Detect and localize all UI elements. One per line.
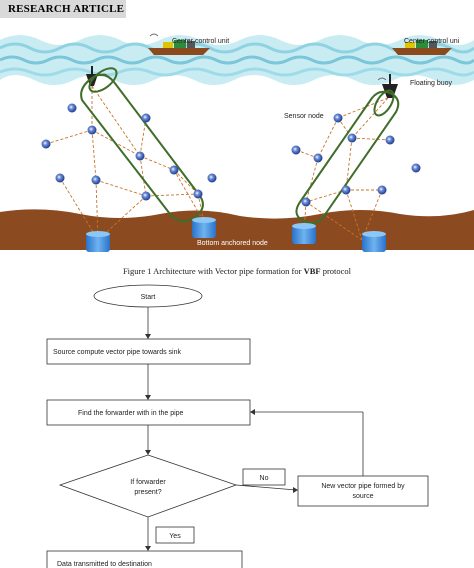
step-new-vector-pipe: [297, 475, 429, 507]
step-data-transmitted: [46, 550, 243, 568]
step-compute-pipe: [46, 338, 251, 365]
yes-label: Yes: [169, 533, 181, 540]
bottom-anchored-nodes: [86, 217, 386, 252]
sensor-nodes-left: [41, 103, 217, 201]
new-pipe-label-line1: New vector pipe formed by: [321, 483, 405, 490]
article-type-tag: RESEARCH ARTICLE: [0, 0, 126, 18]
step-find-forwarder: [46, 399, 251, 426]
center-control-unit-right: [392, 40, 452, 55]
caption-prefix: Figure 1 Architecture with Vector pipe f…: [122, 266, 304, 276]
center-control-unit-left: [148, 33, 210, 55]
step3-label: Data transmitted to destination: [57, 561, 152, 568]
step1-label: Source compute vector pipe towards sink: [53, 349, 182, 356]
center-control-label-left: Center control unit: [172, 38, 229, 45]
start-label: Start: [141, 294, 156, 301]
step2-label: Find the forwarder with in the pipe: [78, 410, 184, 417]
yes-label-box: [155, 526, 195, 544]
decision-label-line2: present?: [134, 489, 161, 496]
flowchart-connectors: [147, 307, 364, 549]
no-label: No: [260, 475, 269, 482]
no-label-box: [242, 468, 286, 486]
vector-pipe-right: [295, 89, 400, 225]
decision-forwarder-present: [58, 454, 238, 518]
bottom-node-label: Bottom anchored node: [197, 240, 268, 247]
figure-caption: Figure 1 Architecture with Vector pipe f…: [0, 266, 474, 276]
caption-bold: VBF: [303, 266, 321, 276]
new-pipe-label-line2: source: [352, 493, 373, 500]
flowchart-arrowheads: [145, 334, 298, 551]
ocean-surface: [0, 35, 474, 85]
floating-buoy-label: Floating buoy: [410, 80, 453, 87]
decision-label-line1: If forwarder: [130, 479, 166, 486]
center-control-label-right: Center control uni: [404, 38, 460, 45]
sensor-node-label: Sensor node: [284, 113, 324, 120]
flowchart: [46, 284, 429, 568]
caption-suffix: protocol: [320, 266, 352, 276]
sensor-nodes-right: [291, 113, 421, 207]
